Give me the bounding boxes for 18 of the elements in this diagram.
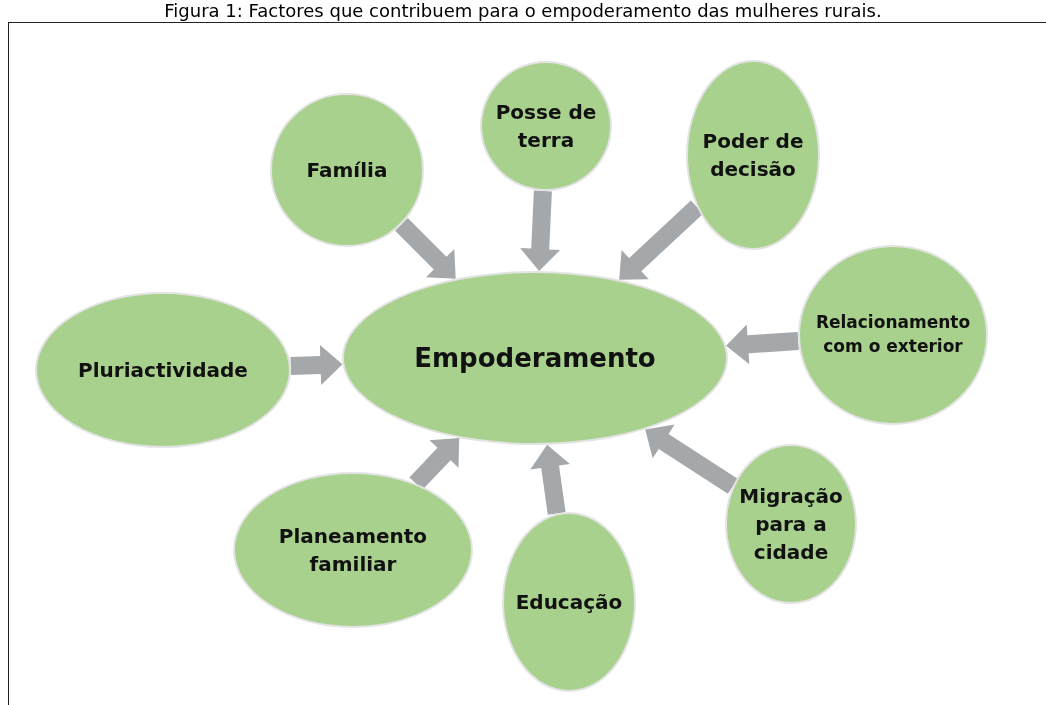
node-label: Educação <box>515 589 623 616</box>
node-label: Poder de decisão <box>701 128 805 183</box>
node-label: Relacionamento com o exterior <box>814 311 972 358</box>
figure-title: Figura 1: Factores que contribuem para o empoderamento das mulheres rurais. <box>163 0 883 22</box>
block-arrow <box>645 424 738 494</box>
block-arrow <box>290 344 343 385</box>
node-label: Posse de terra <box>494 99 598 154</box>
block-arrow <box>530 444 570 515</box>
node-label: Empoderamento <box>414 341 656 375</box>
block-arrow <box>520 190 561 271</box>
block-arrow <box>619 200 704 280</box>
node-label: Pluriactividade <box>78 357 248 384</box>
node-label: Planeamento familiar <box>277 523 429 578</box>
node-label: Família <box>306 157 388 184</box>
block-arrow <box>409 438 460 490</box>
block-arrow <box>395 218 456 279</box>
block-arrow <box>726 324 799 365</box>
node-label: Migração para a cidade <box>738 483 844 566</box>
